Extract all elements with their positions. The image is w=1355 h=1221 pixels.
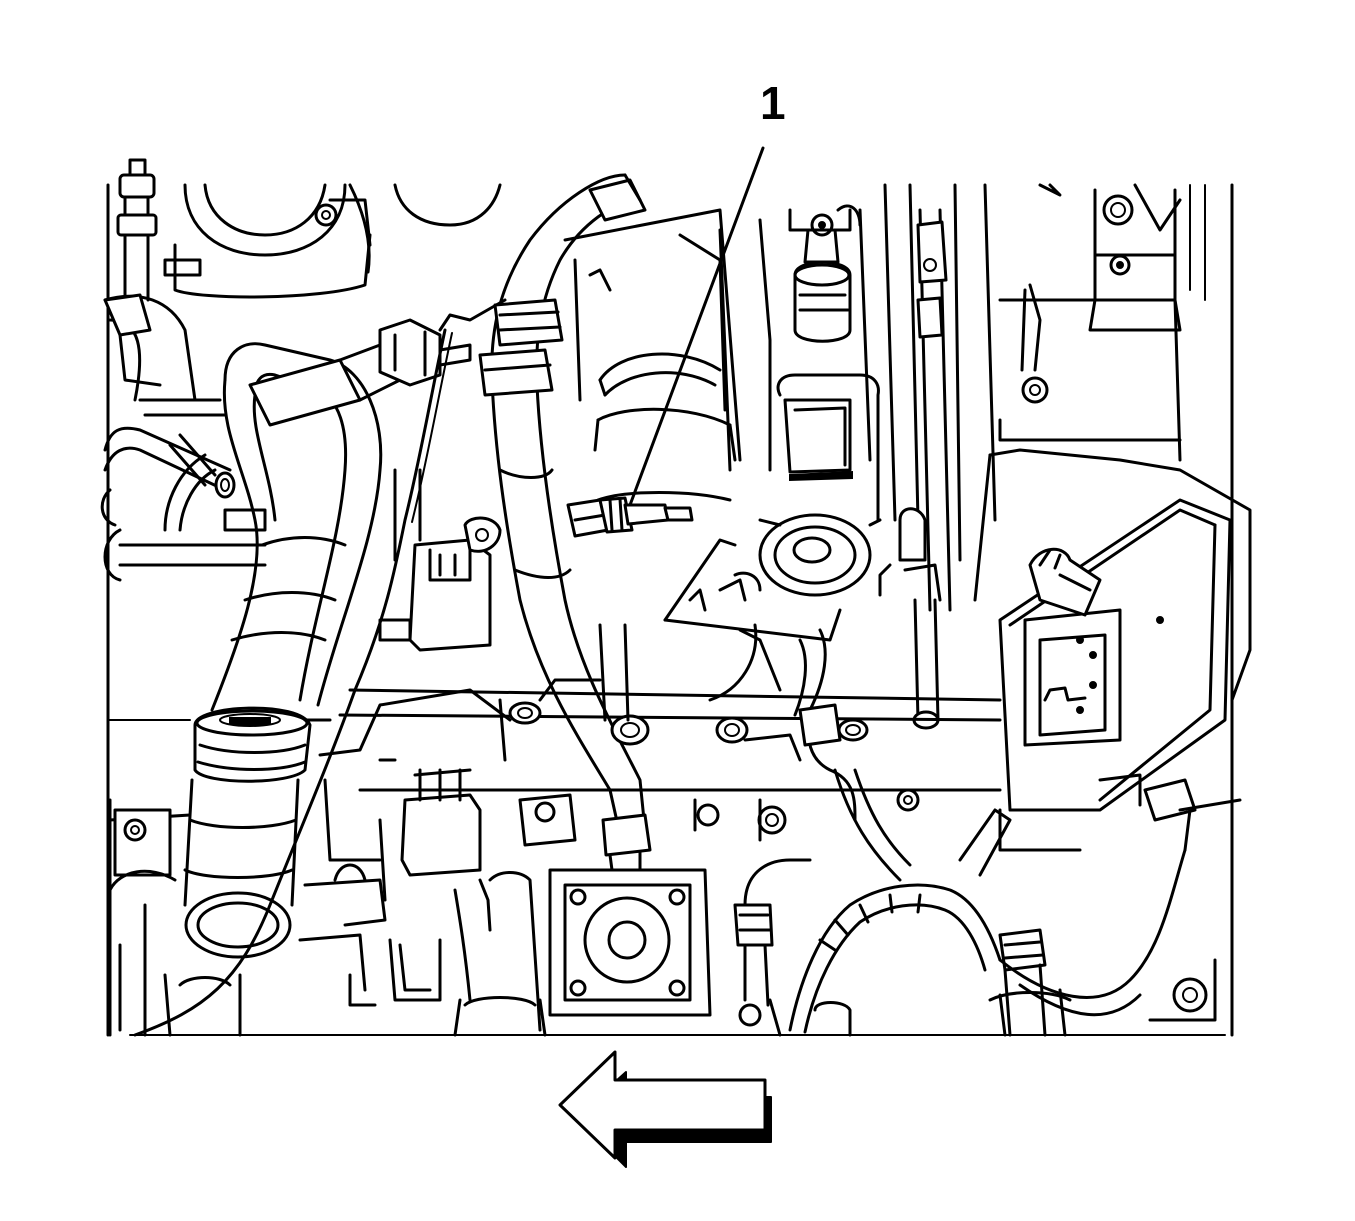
throttle-body [173, 183, 502, 299]
sensor-harness [708, 623, 912, 882]
lower-left-connector [303, 688, 512, 877]
duct-clamp [193, 706, 312, 783]
cylinder-head-lower [108, 798, 542, 1037]
heater-tubes [100, 426, 267, 582]
sensor-mount-bracket [663, 538, 842, 642]
right-upper-bracket [998, 183, 1182, 462]
control-module [973, 448, 1252, 812]
lower-wire-harness [788, 808, 1192, 1034]
cover-plate [548, 868, 712, 1017]
module-connector [1028, 547, 1102, 617]
duct-outlet [183, 778, 300, 959]
cylinder-canister [563, 208, 742, 502]
intake-manifold [338, 623, 1002, 792]
left-arrow-icon [558, 1050, 772, 1168]
plug-wells [163, 973, 1072, 1037]
lower-left-bolts [323, 778, 492, 932]
rail-connector [878, 507, 942, 730]
callout-1-label: 1 [760, 77, 786, 129]
fuel-pump [758, 204, 872, 472]
engine-bay-frame [106, 183, 1234, 1037]
left-vent-hose [116, 158, 202, 302]
coolant-hose-center [478, 173, 652, 872]
callout-1-leader [628, 146, 765, 507]
pump-housing [758, 373, 882, 597]
lower-injectors [733, 858, 1217, 1037]
lower-center-hardware [518, 788, 920, 847]
left-elbow-hose [103, 293, 227, 417]
right-lower-connectors [998, 773, 1242, 852]
coolant-temperature-sensor [566, 496, 694, 538]
center-left-connectors [378, 318, 502, 652]
fuel-rails [883, 183, 997, 612]
air-intake-duct [210, 342, 402, 712]
oil-level-indicator [133, 298, 507, 1037]
